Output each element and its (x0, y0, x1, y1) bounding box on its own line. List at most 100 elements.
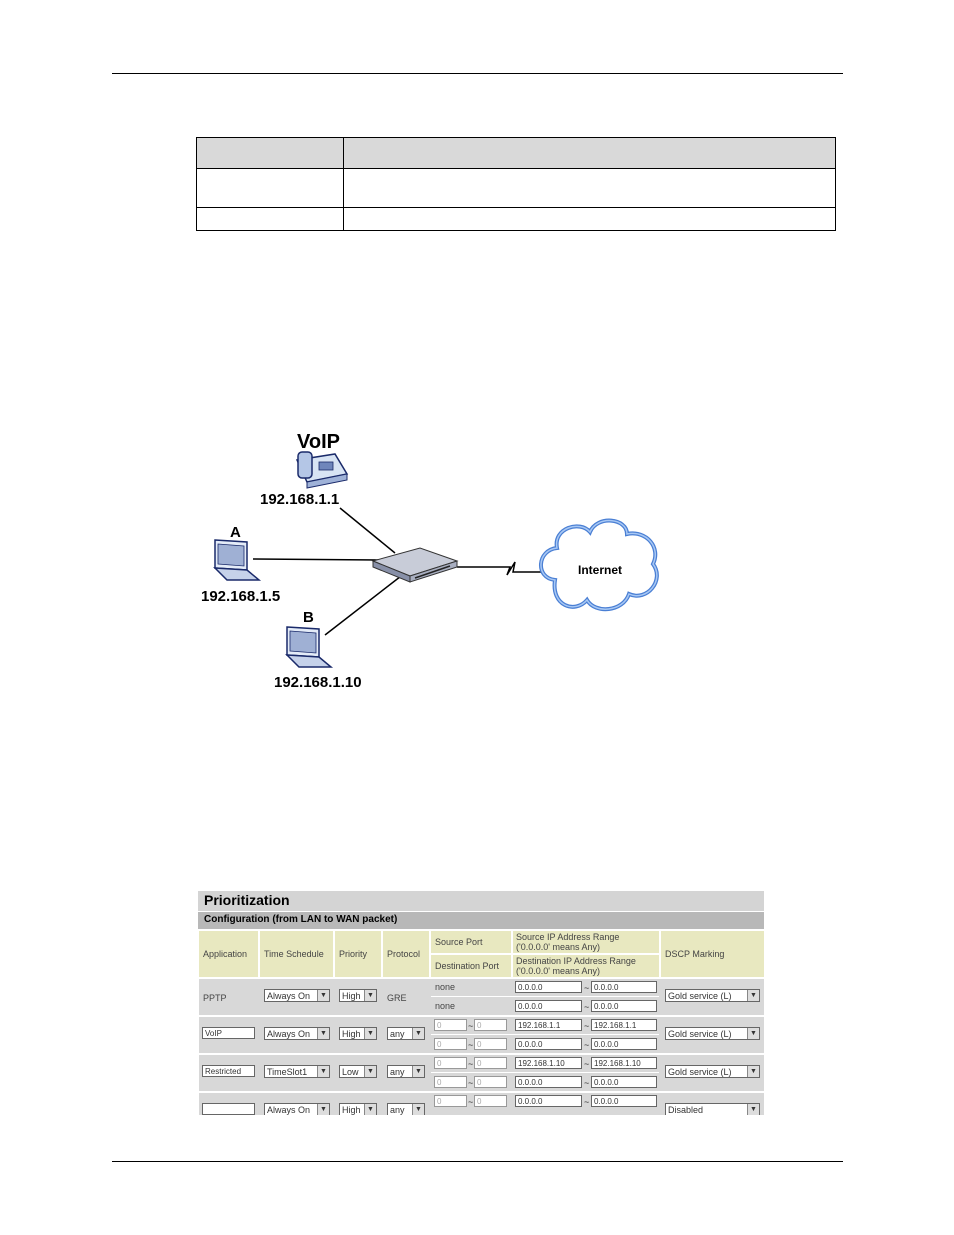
header-source-ip (513, 931, 659, 953)
internet-label: Internet (578, 563, 623, 577)
row4-source-ip-to[interactable]: 0.0.0.0 (591, 1095, 657, 1107)
row2-schedule-select[interactable]: Always On▼ (264, 1027, 330, 1040)
header-dscp (661, 931, 764, 977)
row2-destination-ip-from[interactable]: 0.0.0.0 (515, 1038, 582, 1050)
network-diagram-drawing (213, 451, 659, 668)
panel-subtitle: Configuration (from LAN to WAN packet) (204, 914, 398, 925)
row4-priority-value: High (342, 1105, 361, 1115)
header-destination-ip-note: ('0.0.0.0' means Any) (516, 966, 600, 976)
row-divider (431, 1072, 659, 1073)
header-time-schedule (260, 931, 333, 977)
row3-source-ip-from[interactable]: 192.168.1.10 (515, 1057, 582, 1069)
row2-dscp-select[interactable]: Gold service (L)▼ (665, 1027, 760, 1040)
row3-protocol-select[interactable]: any▼ (387, 1065, 425, 1078)
chevron-down-icon: ▼ (364, 1104, 376, 1115)
host-a-ip-label: 192.168.1.5 (201, 588, 281, 605)
row4-source-port-from[interactable]: 0 (434, 1095, 467, 1107)
row1-schedule-value: Always On (267, 991, 311, 1001)
row2-source-port-to[interactable]: 0 (474, 1019, 507, 1031)
row1-priority-select[interactable]: High▼ (339, 989, 377, 1002)
row4-source-ip-from[interactable]: 0.0.0.0 (515, 1095, 582, 1107)
row2-destination-port-from[interactable]: 0 (434, 1038, 467, 1050)
header-application-label: Application (203, 949, 248, 959)
table-cell (196, 168, 344, 208)
chevron-down-icon: ▼ (412, 1028, 424, 1039)
header-destination-ip-label: Destination IP Address Range (516, 956, 636, 966)
row1-source-ip-from[interactable]: 0.0.0.0 (515, 981, 582, 993)
panel-subtitle-bar: Configuration (from LAN to WAN packet) (198, 912, 764, 929)
table-cell (343, 207, 836, 231)
row2-source-ip-to[interactable]: 192.168.1.1 (591, 1019, 657, 1031)
host-b-label: B (303, 609, 314, 626)
header-rule (112, 73, 843, 74)
header-destination-port-label: Destination Port (435, 961, 500, 971)
row4-protocol-select[interactable]: any ▼ (387, 1103, 425, 1115)
row2-destination-port-tilde: ~ (468, 1040, 474, 1050)
row3-destination-ip-tilde: ~ (584, 1078, 590, 1088)
row2-source-ip-tilde: ~ (584, 1021, 590, 1031)
panel-title: Prioritization (204, 892, 290, 908)
footer-rule (112, 1161, 843, 1162)
chevron-down-icon: ▼ (364, 990, 376, 1001)
row3-destination-ip-to[interactable]: 0.0.0.0 (591, 1076, 657, 1088)
chevron-down-icon: ▼ (317, 990, 329, 1001)
link-a (252, 558, 381, 561)
row4-protocol-value: any (390, 1105, 405, 1115)
row1-dscp-value: Gold service (L) (668, 991, 732, 1001)
row2-source-ip-from[interactable]: 192.168.1.1 (515, 1019, 582, 1031)
header-protocol-label: Protocol (387, 949, 421, 959)
row2-protocol-select[interactable]: any ▼ (387, 1027, 425, 1040)
table-header-cell (196, 137, 344, 169)
row3-destination-ip-from[interactable]: 0.0.0.0 (515, 1076, 582, 1088)
row1-destination-ip-to[interactable]: 0.0.0.0 (591, 1000, 657, 1012)
prioritization-panel: Prioritization Configuration (from LAN t… (198, 891, 764, 1115)
row3-schedule-select[interactable]: TimeSlot1▼ (264, 1065, 330, 1078)
header-destination-port (431, 955, 511, 977)
row3-source-ip-to[interactable]: 192.168.1.10 (591, 1057, 657, 1069)
row4-application-input[interactable] (202, 1103, 255, 1115)
row3-source-port-from[interactable]: 0 (434, 1057, 467, 1069)
row2-priority-select[interactable]: High▼ (339, 1027, 377, 1040)
row3-source-port-tilde: ~ (468, 1059, 474, 1069)
row1-source-port: none (435, 982, 456, 992)
row4-source-port-tilde: ~ (468, 1097, 474, 1107)
row1-destination-ip-from[interactable]: 0.0.0.0 (515, 1000, 582, 1012)
row4-priority-select[interactable]: High▼ (339, 1103, 377, 1115)
header-protocol (383, 931, 429, 977)
network-diagram: VoIP 192.168.1.1 A 192.168.1.5 B 192.168… (195, 430, 665, 692)
row2-destination-port-to[interactable]: 0 (474, 1038, 507, 1050)
row1-application: PPTP (203, 993, 227, 1003)
voip-ip-label: 192.168.1.1 (260, 491, 340, 508)
row2-schedule-value: Always On (267, 1029, 311, 1039)
header-source-port (431, 931, 511, 953)
row4-schedule-select[interactable]: Always On▼ (264, 1103, 330, 1115)
row1-schedule-select[interactable]: Always On ▼ (264, 989, 330, 1002)
row2-destination-ip-to[interactable]: 0.0.0.0 (591, 1038, 657, 1050)
chevron-down-icon: ▼ (412, 1066, 424, 1077)
row3-dscp-value: Gold service (L) (668, 1067, 732, 1077)
row2-source-port-from[interactable]: 0 (434, 1019, 467, 1031)
host-a-label: A (230, 524, 241, 541)
row1-priority-value: High (342, 991, 361, 1001)
row2-protocol-value: any (390, 1029, 405, 1039)
header-priority (335, 931, 381, 977)
row3-destination-port-from[interactable]: 0 (434, 1076, 467, 1088)
row3-priority-select[interactable]: Low▼ (339, 1065, 377, 1078)
row3-destination-port-to[interactable]: 0 (474, 1076, 507, 1088)
header-destination-ip (513, 955, 659, 977)
row3-source-port-to[interactable]: 0 (474, 1057, 507, 1069)
header-source-port-label: Source Port (435, 937, 483, 947)
chevron-down-icon: ▼ (412, 1104, 424, 1115)
row1-dscp-select[interactable]: Gold service (L)▼ (665, 989, 760, 1002)
panel-title-bar: Prioritization (198, 891, 764, 911)
row2-application-input[interactable]: VoIP (202, 1027, 255, 1039)
row1-source-ip-to[interactable]: 0.0.0.0 (591, 981, 657, 993)
row3-application-input[interactable]: Restricted (202, 1065, 255, 1077)
row4-dscp-value: Disabled (668, 1105, 704, 1115)
row3-priority-value: Low (342, 1067, 359, 1077)
row4-dscp-select[interactable]: Disabled▼ (665, 1103, 760, 1115)
row3-dscp-select[interactable]: Gold service (L)▼ (665, 1065, 760, 1078)
chevron-down-icon: ▼ (317, 1066, 329, 1077)
row4-source-port-to[interactable]: 0 (474, 1095, 507, 1107)
row2-destination-ip-tilde: ~ (584, 1040, 590, 1050)
